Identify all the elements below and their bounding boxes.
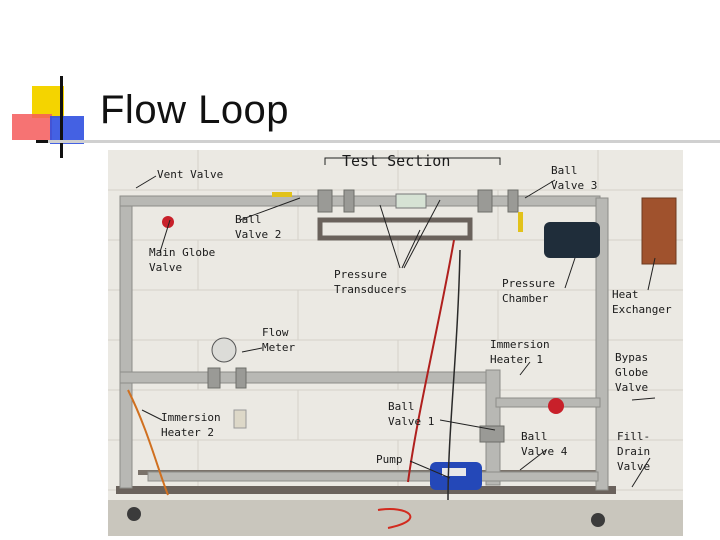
label-ball-valve-2: Ball Valve 2 — [235, 213, 282, 241]
logo-yellow-square — [32, 86, 64, 118]
label-ball-valve-4: Ball Valve 4 — [521, 430, 568, 458]
flow-loop-photo — [108, 150, 683, 536]
label-bypas-globe-valve: Bypas Globe Valve — [615, 351, 649, 394]
label-flow-meter: Flow Meter — [262, 326, 296, 354]
logo-vertical-line — [60, 76, 63, 158]
label-test-section: Test Section — [342, 152, 451, 170]
label-main-globe-valve: Main Globe Valve — [149, 246, 216, 274]
label-fill-drain-valve: Fill- Drain Valve — [617, 430, 651, 473]
slide-logo-icon — [12, 76, 100, 158]
label-ball-valve-3: Ball Valve 3 — [551, 164, 598, 192]
logo-blue-square — [50, 116, 84, 144]
label-immersion-heater-1: Immersion Heater 1 — [490, 338, 550, 366]
title-underline — [48, 140, 720, 143]
label-pressure-chamber: Pressure Chamber — [502, 277, 555, 305]
slide-title: Flow Loop — [100, 88, 290, 132]
label-vent-valve: Vent Valve — [157, 168, 224, 181]
label-pump: Pump — [376, 453, 403, 466]
logo-red-square — [12, 114, 52, 140]
label-immersion-heater-2: Immersion Heater 2 — [161, 411, 221, 439]
label-pressure-transducers: Pressure Transducers — [334, 268, 407, 296]
label-ball-valve-1: Ball Valve 1 — [388, 400, 435, 428]
label-heat-exchanger: Heat Exchanger — [612, 288, 672, 316]
